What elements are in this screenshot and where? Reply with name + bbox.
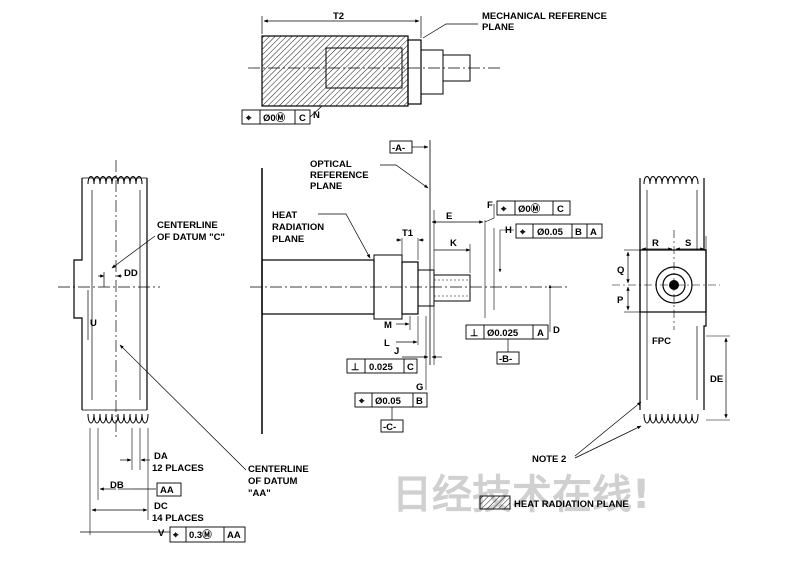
svg-text:C: C xyxy=(557,204,564,215)
svg-text:A: A xyxy=(537,328,544,339)
datum-b-box xyxy=(496,351,520,365)
dim-p: P xyxy=(617,295,624,306)
frame-v: ⌖ 0.3Ⓜ AA xyxy=(169,526,246,543)
datum-aa: AA xyxy=(160,485,174,496)
dim-da: DA xyxy=(154,451,168,462)
svg-text:Ø0.05: Ø0.05 xyxy=(537,227,564,238)
dim-u: U xyxy=(90,318,97,329)
dim-m: M xyxy=(384,320,392,331)
dim-dc-count: 14 PLACES xyxy=(152,513,204,524)
dim-da-count: 12 PLACES xyxy=(152,463,204,474)
centerline-c-line1: CENTERLINE xyxy=(157,220,218,231)
svg-text:B: B xyxy=(575,227,582,238)
centerline-aa-line1: CENTERLINE xyxy=(248,464,309,475)
top-step xyxy=(420,49,444,95)
svg-text:⊥: ⊥ xyxy=(470,328,479,339)
svg-text:Ø0.05: Ø0.05 xyxy=(375,396,402,407)
svg-text:C: C xyxy=(299,113,306,124)
legend-label: HEAT RADIATION PLANE xyxy=(514,499,629,510)
dim-n: N xyxy=(313,110,320,121)
svg-text:0.3Ⓜ: 0.3Ⓜ xyxy=(189,529,212,541)
right-bottom-teeth xyxy=(643,413,699,424)
right-view: R S Q P FPC DE NOTE 2 xyxy=(532,176,730,465)
top-flange xyxy=(407,39,422,105)
dim-q: Q xyxy=(617,265,624,276)
side-shaft xyxy=(433,274,471,302)
left-bottom-teeth xyxy=(87,413,149,424)
heat-rad-line2: RADIATION xyxy=(272,222,324,233)
frame-j: ⊥ 0.025 C xyxy=(346,358,418,374)
dim-t1: T1 xyxy=(402,228,414,239)
frame-g: ⌖ Ø0.05 B xyxy=(354,392,428,408)
dim-h: H xyxy=(505,225,512,236)
dim-de: DE xyxy=(710,374,723,385)
fpc-label: FPC xyxy=(652,336,671,347)
right-top-teeth xyxy=(643,176,699,185)
svg-text:Ø0.025: Ø0.025 xyxy=(487,328,519,339)
svg-text:⊥: ⊥ xyxy=(351,362,360,373)
mech-ref-line1: MECHANICAL REFERENCE xyxy=(482,11,607,22)
dim-s: S xyxy=(685,238,691,249)
mech-ref-line2: PLANE xyxy=(482,22,514,33)
dim-f: F xyxy=(487,200,493,211)
heat-rad-line3: PLANE xyxy=(272,234,304,245)
dim-dc: DC xyxy=(154,501,168,512)
datum-a: -A- xyxy=(392,143,405,154)
dim-db: DB xyxy=(110,480,124,491)
left-top-teeth xyxy=(87,176,143,185)
dim-k: K xyxy=(450,238,457,249)
svg-text:A: A xyxy=(590,227,597,238)
dim-j: J xyxy=(394,346,399,357)
centerline-aa-line2: OF DATUM xyxy=(248,476,298,487)
dim-t2: T2 xyxy=(333,11,344,22)
svg-text:C: C xyxy=(407,362,414,373)
side-collar xyxy=(417,269,435,307)
svg-text:⌖: ⌖ xyxy=(500,204,507,215)
datum-aa-box xyxy=(156,482,182,497)
dim-e: E xyxy=(446,211,452,222)
right-block xyxy=(639,249,707,313)
svg-text:0.025: 0.025 xyxy=(369,362,393,373)
svg-text:⌖: ⌖ xyxy=(172,530,179,541)
top-view: T2 MECHANICAL REFERENCE PLANE ⌖ Ø0Ⓜ C N xyxy=(241,11,607,125)
svg-text:⌖: ⌖ xyxy=(358,396,365,407)
datum-c-box xyxy=(380,419,404,433)
frame-f: ⌖ Ø0Ⓜ C xyxy=(496,200,571,216)
frame-d: ⊥ Ø0.025 A xyxy=(465,324,549,340)
optical-ref-line3: PLANE xyxy=(310,181,342,192)
svg-text:B: B xyxy=(416,396,423,407)
heat-rad-line1: HEAT xyxy=(272,210,297,221)
side-flange xyxy=(401,261,419,315)
centerline-aa-line3: "AA" xyxy=(248,488,271,499)
svg-text:Ø0Ⓜ: Ø0Ⓜ xyxy=(518,203,541,215)
dim-dd: DD xyxy=(124,268,138,279)
datum-b: -B- xyxy=(499,354,512,365)
dim-l: L xyxy=(384,338,390,349)
top-hatched-body xyxy=(261,35,409,107)
note-2: NOTE 2 xyxy=(532,454,566,465)
svg-text:⌖: ⌖ xyxy=(245,113,252,124)
svg-text:⌖: ⌖ xyxy=(519,227,526,238)
svg-text:AA: AA xyxy=(227,530,241,541)
frame-h: ⌖ Ø0.05 B A xyxy=(515,223,603,239)
dim-v: V xyxy=(158,528,165,539)
dim-d: D xyxy=(553,325,560,336)
centerline-c-line2: OF DATUM "C" xyxy=(157,232,225,243)
watermark: 日经技术在线! xyxy=(392,472,650,518)
svg-text:Ø0Ⓜ: Ø0Ⓜ xyxy=(263,112,286,124)
optical-ref-line2: REFERENCE xyxy=(310,170,369,181)
datum-c: -C- xyxy=(383,422,396,433)
side-view: -A- OPTICAL REFERENCE PLANE HEAT RADIATI… xyxy=(250,140,603,434)
legend: HEAT RADIATION PLANE xyxy=(479,495,629,510)
legend-hatch-swatch xyxy=(479,495,511,510)
left-view: CENTERLINE OF DATUM "C" DD U DA 12 PLACE… xyxy=(58,160,309,543)
frame-top-n: ⌖ Ø0Ⓜ C xyxy=(241,109,311,125)
dim-g: G xyxy=(416,382,423,393)
top-inner-outline xyxy=(325,47,403,89)
optical-ref-line1: OPTICAL xyxy=(310,159,352,170)
dim-r: R xyxy=(652,238,659,249)
